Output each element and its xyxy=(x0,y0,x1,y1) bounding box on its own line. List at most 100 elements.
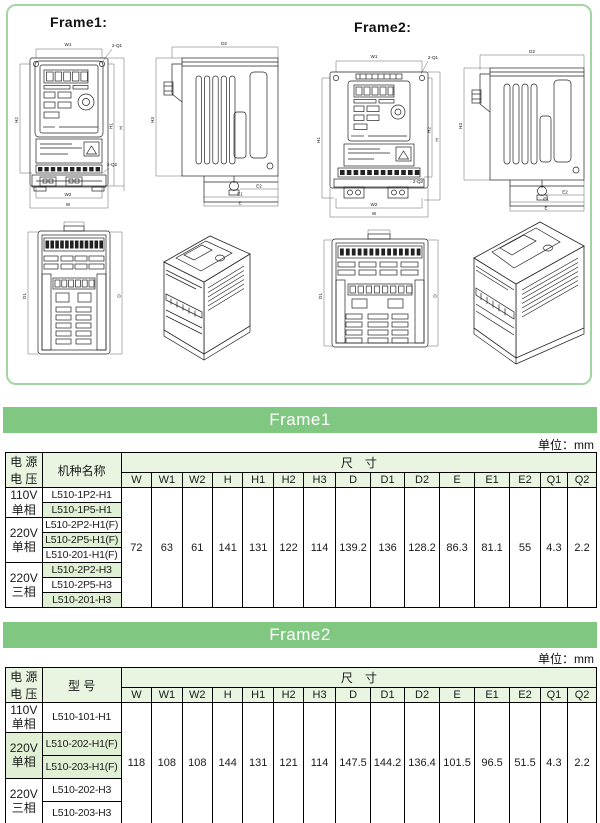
dim-label-e: E xyxy=(544,206,547,211)
dim-label-e2: E2 xyxy=(562,190,568,195)
dim-value-cell: 4.3 xyxy=(539,487,569,608)
dim-header-cell: Q2 xyxy=(567,687,597,703)
dim-label-h1: H1 xyxy=(109,123,114,129)
dim-header-cell: H2 xyxy=(272,472,305,488)
voltage-header-cell: 电 源电 压 xyxy=(5,667,43,703)
dim-header-cell: D2 xyxy=(403,472,441,488)
dim-label-d: D xyxy=(117,294,122,298)
dim-header-cell: H1 xyxy=(242,687,274,703)
dim-value-cell: 121 xyxy=(272,702,305,823)
model-cell: L510-2P5-H3 xyxy=(41,577,122,593)
dim-header-cell: W2 xyxy=(181,687,214,703)
dim-label-h: H xyxy=(435,138,440,141)
model-cell: L510-2P2-H3 xyxy=(41,562,122,578)
dim-header-cell: W2 xyxy=(181,472,214,488)
dim-label-q2: 2-Q2 xyxy=(413,179,424,184)
model-cell: L510-1P5-H1 xyxy=(41,502,122,518)
unit-label-frame2: 单位：mm xyxy=(538,652,594,666)
dim-label-h3: H3 xyxy=(150,117,155,123)
dim-label-d2: D2 xyxy=(529,49,535,54)
model-cell: L510-203-H3 xyxy=(41,800,122,823)
dim-label-h2: H2 xyxy=(14,117,19,123)
dim-header-cell: H xyxy=(212,472,244,488)
dim-header-cell: H3 xyxy=(303,687,336,703)
frame2-top-view-drawing: D1 D xyxy=(318,229,439,348)
dim-value-cell: 55 xyxy=(509,487,541,608)
dim-header-cell: E2 xyxy=(509,687,541,703)
model-cell: L510-201-H1(F) xyxy=(41,547,122,563)
dim-value-cell: 144.2 xyxy=(370,702,405,823)
model-cell: L510-101-H1 xyxy=(41,702,122,733)
dim-label-q1: 2-Q1 xyxy=(112,43,123,48)
dim-value-cell: 63 xyxy=(151,487,183,608)
dim-label-h1: H1 xyxy=(316,137,321,143)
dim-label-w1: W1 xyxy=(371,54,378,59)
model-cell: L510-1P2-H1 xyxy=(41,487,122,503)
model-cell: L510-202-H1(F) xyxy=(41,731,122,756)
dim-header-cell: E1 xyxy=(473,687,511,703)
dim-label-e1: E1 xyxy=(543,197,549,202)
dim-value-cell: 61 xyxy=(181,487,214,608)
dim-value-cell: 4.3 xyxy=(539,702,569,823)
dim-header-cell: E xyxy=(439,472,475,488)
dim-value-cell: 2.2 xyxy=(567,487,597,608)
dim-label-w2: W2 xyxy=(371,202,378,207)
dim-value-cell: 108 xyxy=(151,702,183,823)
model-cell: L510-203-H1(F) xyxy=(41,754,122,779)
frame2-table-title: Frame2 xyxy=(3,622,597,648)
frame1-top-view-drawing: D1 D xyxy=(22,221,123,355)
dim-label-q1: 2-Q1 xyxy=(428,55,439,60)
dim-label-e2: E2 xyxy=(256,184,262,189)
dim-header-cell: Q1 xyxy=(539,687,569,703)
dim-label-e: E xyxy=(238,201,241,206)
dim-value-cell: 131 xyxy=(242,487,274,608)
dim-header-cell: W1 xyxy=(151,687,183,703)
dim-value-cell: 81.1 xyxy=(473,487,511,608)
dim-value-cell: 114 xyxy=(303,702,336,823)
size-header-cell: 尺 寸 xyxy=(120,666,598,689)
dim-header-cell: E2 xyxy=(509,472,541,488)
dim-label-d1: D1 xyxy=(22,293,27,299)
dim-value-cell: 122 xyxy=(272,487,305,608)
dim-label-w2: W2 xyxy=(65,192,72,197)
dim-label-w1: W1 xyxy=(65,42,72,47)
frame1-side-view-drawing: D2 H3 E2 E1 E xyxy=(150,41,279,207)
dim-header-cell: H1 xyxy=(242,472,274,488)
dim-value-cell: 147.5 xyxy=(334,702,372,823)
dim-header-cell: H2 xyxy=(272,687,305,703)
model-cell: L510-201-H3 xyxy=(41,592,122,608)
dim-header-cell: W xyxy=(120,472,153,488)
dim-value-cell: 139.2 xyxy=(334,487,372,608)
dim-value-cell: 136.4 xyxy=(403,702,441,823)
dim-value-cell: 118 xyxy=(120,702,153,823)
model-header-cell: 机种名称 xyxy=(41,452,122,488)
dim-label-d: D xyxy=(433,294,438,298)
dim-value-cell: 114 xyxy=(303,487,336,608)
frame1-drawing-label: Frame1: xyxy=(50,14,108,30)
dim-value-cell: 128.2 xyxy=(403,487,441,608)
dim-header-cell: D xyxy=(334,687,372,703)
dim-header-cell: Q1 xyxy=(539,472,569,488)
dim-header-cell: Q2 xyxy=(567,472,597,488)
dim-header-cell: D xyxy=(334,472,372,488)
dim-label-w: W xyxy=(66,202,71,207)
frame1-isometric-view-drawing xyxy=(163,235,251,361)
dim-header-cell: D1 xyxy=(370,472,405,488)
dim-value-cell: 141 xyxy=(212,487,244,608)
dim-header-cell: E1 xyxy=(473,472,511,488)
dim-label-d2: D2 xyxy=(221,41,227,46)
dim-value-cell: 96.5 xyxy=(473,702,511,823)
dim-header-cell: W1 xyxy=(151,472,183,488)
dim-value-cell: 51.5 xyxy=(509,702,541,823)
model-cell: L510-202-H3 xyxy=(41,777,122,802)
size-header-cell: 尺 寸 xyxy=(120,451,598,474)
frame2-drawing-label: Frame2: xyxy=(354,19,412,35)
